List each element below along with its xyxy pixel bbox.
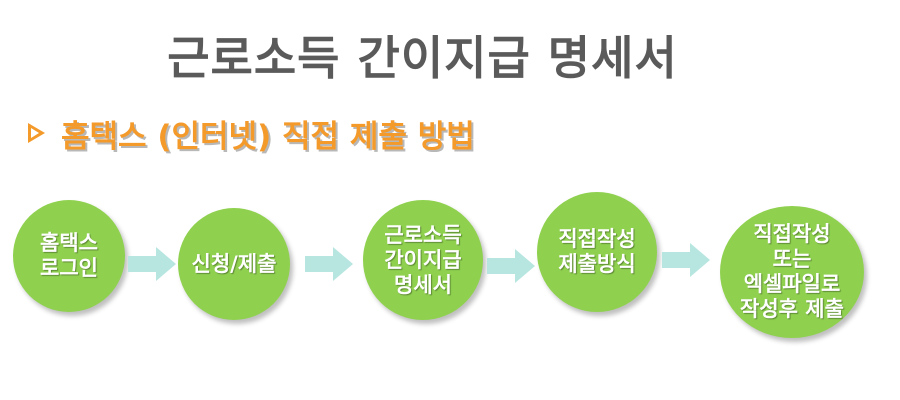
flow-arrow-icon-2 bbox=[305, 247, 353, 281]
step-1-line-1: 홈택스 bbox=[40, 231, 98, 255]
page-title: 근로소득 간이지급 명세서 bbox=[167, 31, 678, 85]
step-1-line-2: 로그인 bbox=[40, 256, 98, 280]
step-3-line-3: 명세서 bbox=[394, 272, 452, 297]
step-5-line-4: 작성후 제출 bbox=[740, 297, 844, 321]
step-4-line-2: 제출방식 bbox=[558, 252, 636, 276]
step-node-2: 신청/제출 bbox=[178, 208, 290, 320]
step-3-line-2: 간이지급 bbox=[384, 247, 462, 272]
step-node-1: 홈택스 로그인 bbox=[13, 200, 125, 312]
section-heading-text: 홈택스 (인터넷) 직접 제출 방법 bbox=[61, 118, 475, 155]
step-2-line-1: 신청/제출 bbox=[191, 251, 277, 276]
step-5-line-3: 엑셀파일로 bbox=[743, 272, 841, 296]
flow-arrow-icon-3 bbox=[487, 249, 535, 283]
step-node-5: 직접작성 또는 엑셀파일로 작성후 제출 bbox=[720, 206, 864, 338]
step-5-line-1: 직접작성 bbox=[753, 222, 831, 246]
play-arrow-icon bbox=[28, 123, 45, 143]
step-node-4: 직접작성 제출방식 bbox=[537, 192, 657, 312]
step-5-line-2: 또는 bbox=[772, 247, 812, 271]
step-4-line-1: 직접작성 bbox=[558, 227, 636, 251]
flow-arrow-icon-1 bbox=[128, 247, 176, 281]
step-3-line-1: 근로소득 bbox=[384, 222, 462, 247]
step-node-3: 근로소득 간이지급 명세서 bbox=[363, 200, 483, 320]
section-heading: 홈택스 (인터넷) 직접 제출 방법 bbox=[28, 113, 475, 155]
flow-arrow-icon-4 bbox=[662, 243, 710, 277]
